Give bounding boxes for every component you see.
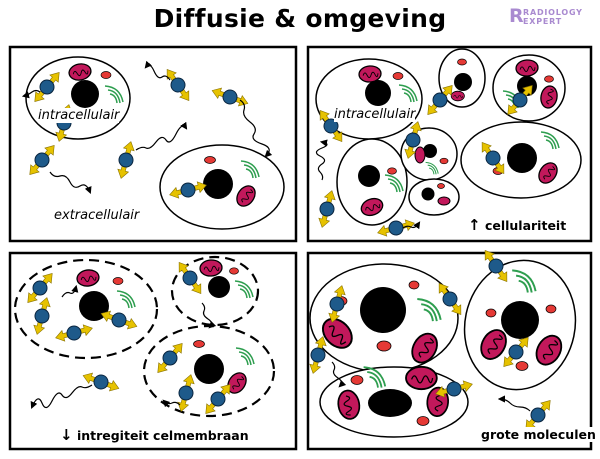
cell [463,259,577,391]
label-intracellular: intracellulair [38,108,120,123]
cell [460,121,582,199]
panel-large-molecules-drawing [306,246,577,438]
label-extracellular: extracellulair [54,208,140,223]
caption-cellularity: ↑ cellulariteit [466,216,569,234]
cell [159,144,285,230]
logo-line-2: EXPERT [523,17,563,26]
cell [336,138,408,226]
diagram-title: Diffusie & omgeving [153,4,447,33]
logo-line-1: RADIOLOGY [523,8,583,17]
down-arrow-icon: ↓ [60,426,73,444]
cell [13,258,159,360]
cell [408,178,460,216]
up-arrow-icon: ↑ [468,216,481,234]
label-intracellular: intracellulair [334,107,416,122]
cell [319,365,469,438]
logo-mark: R [509,5,524,27]
caption-membrane-integrity: ↓ intregiteit celmembraan [58,426,251,444]
caption-large-molecules: grote moleculen [479,427,598,442]
caption-text: cellulariteit [484,218,567,233]
radiology-expert-logo: R RADIOLOGY EXPERT [509,5,594,29]
caption-text: intregiteit celmembraan [76,428,249,443]
panel-membrane-drawing [13,255,276,418]
